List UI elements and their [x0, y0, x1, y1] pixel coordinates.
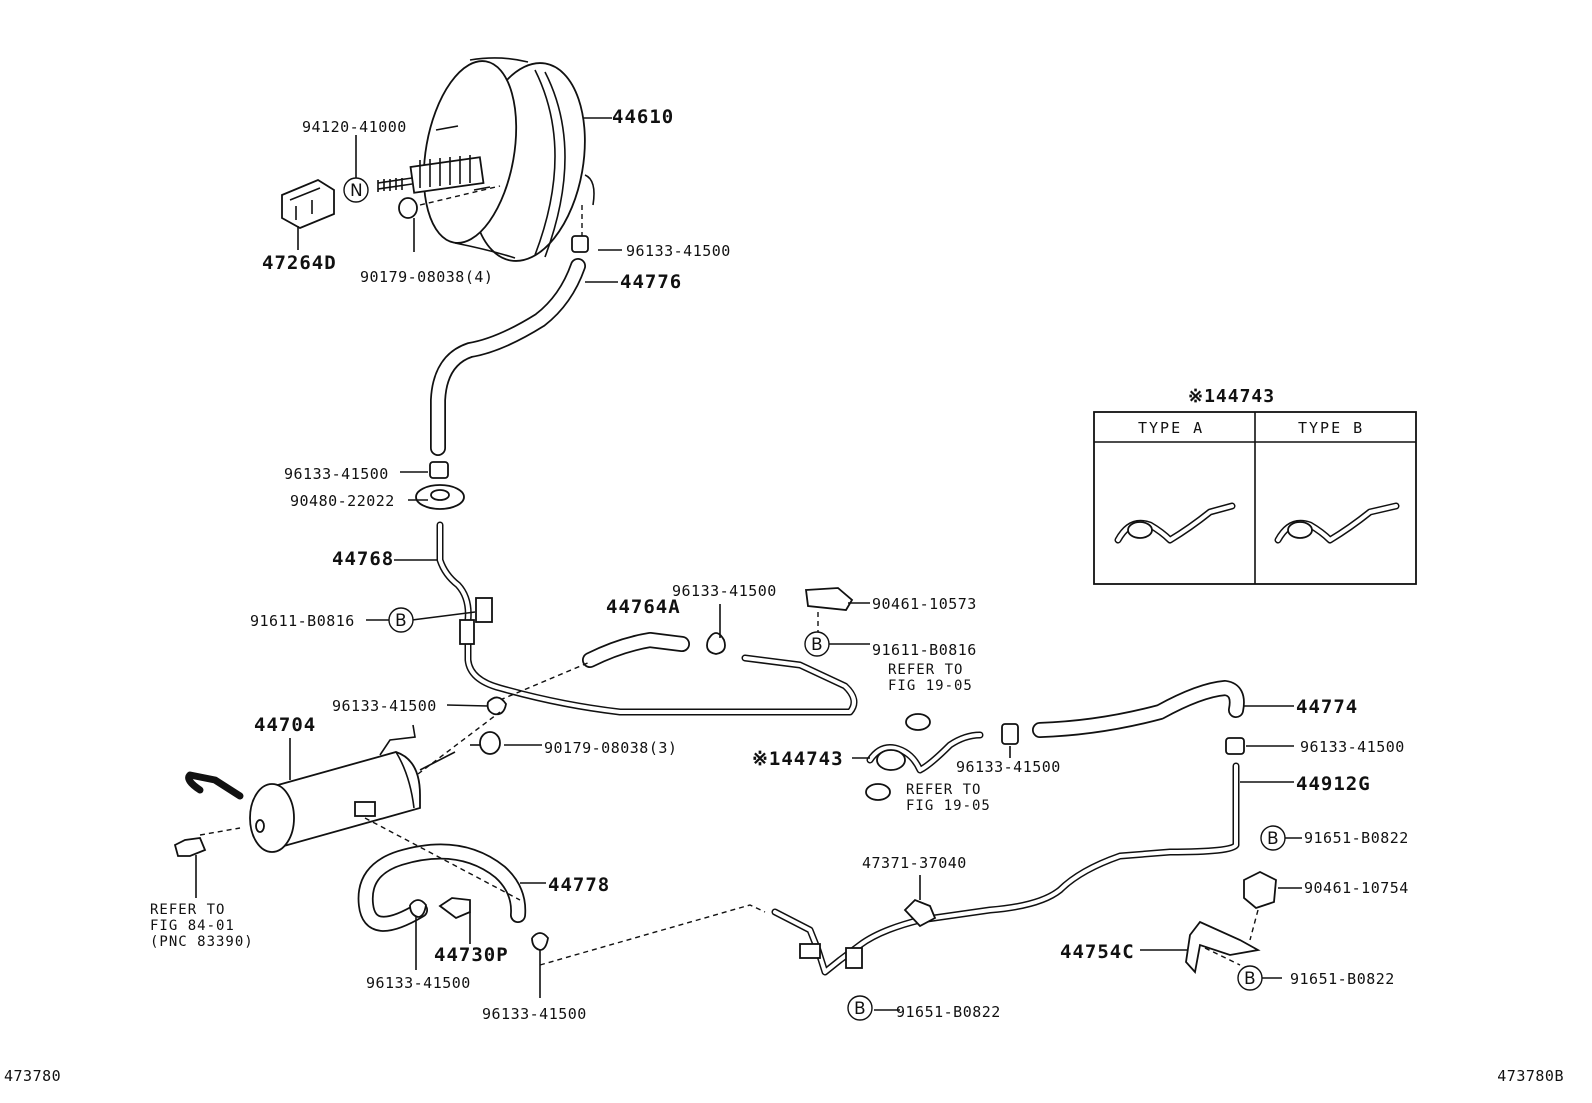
callout-b-right-top: B: [1260, 825, 1286, 851]
part-label-96133-41500-bottom-center[interactable]: 96133-41500: [482, 1005, 587, 1023]
part-label-96133-41500-center[interactable]: 96133-41500: [672, 582, 777, 600]
refer-note-fig-19-05-bottom[interactable]: REFER TO FIG 19-05: [906, 782, 991, 814]
part-label-44776[interactable]: 44776: [620, 271, 683, 293]
part-label-96133-41500-top[interactable]: 96133-41500: [626, 242, 731, 260]
part-label-94120-41000[interactable]: 94120-41000: [302, 118, 407, 136]
part-label-91651-B0822-b[interactable]: 91651-B0822: [1290, 970, 1395, 988]
part-label-47264D[interactable]: 47264D: [262, 252, 337, 274]
part-label-90179-08038-4[interactable]: 90179-08038(4): [360, 268, 494, 286]
part-label-96133-41500-far-right[interactable]: 96133-41500: [1300, 738, 1405, 756]
inset-type-a-label: TYPE A: [1138, 419, 1205, 437]
svg-text:B: B: [854, 999, 866, 1019]
callout-b-center: B: [804, 631, 830, 657]
callout-b-left: B: [388, 607, 414, 633]
svg-text:B: B: [395, 611, 407, 631]
part-label-96133-41500-mid[interactable]: 96133-41500: [284, 465, 389, 483]
part-label-44704[interactable]: 44704: [254, 714, 317, 736]
part-label-44754C[interactable]: 44754C: [1060, 941, 1135, 963]
part-label-44774[interactable]: 44774: [1296, 696, 1359, 718]
part-label-144743[interactable]: ※144743: [752, 748, 844, 770]
callout-b-bottom: B: [847, 995, 873, 1021]
part-label-90480-22022[interactable]: 90480-22022: [290, 492, 395, 510]
part-label-90461-10754[interactable]: 90461-10754: [1304, 879, 1409, 897]
figure-ref-right: 473780B: [1497, 1067, 1564, 1085]
brake-booster-drawing: [377, 57, 595, 262]
part-label-90461-10573[interactable]: 90461-10573: [872, 595, 977, 613]
part-label-96133-41500-right-mid[interactable]: 96133-41500: [956, 758, 1061, 776]
canister-drawing: [185, 724, 456, 853]
part-label-44610[interactable]: 44610: [612, 106, 675, 128]
refer-note-fig-19-05-top[interactable]: REFER TO FIG 19-05: [888, 662, 973, 694]
part-label-47371-37040[interactable]: 47371-37040: [862, 854, 967, 872]
nut-drawing: [398, 197, 418, 219]
part-label-44912G[interactable]: 44912G: [1296, 773, 1371, 795]
part-label-91611-B0816-left[interactable]: 91611-B0816: [250, 612, 355, 630]
part-label-96133-41500-lower[interactable]: 96133-41500: [332, 697, 437, 715]
part-label-44768[interactable]: 44768: [332, 548, 395, 570]
part-label-91651-B0822-a[interactable]: 91651-B0822: [1304, 829, 1409, 847]
part-label-44778[interactable]: 44778: [548, 874, 611, 896]
callout-b-right-bottom: B: [1237, 965, 1263, 991]
part-label-91611-B0816-right[interactable]: 91611-B0816: [872, 641, 977, 659]
part-label-91651-B0822-c[interactable]: 91651-B0822: [896, 1003, 1001, 1021]
inset-box: [1093, 411, 1417, 585]
svg-text:B: B: [1244, 969, 1256, 989]
clevis-drawing: [281, 178, 335, 229]
svg-text:B: B: [811, 635, 823, 655]
part-label-90179-08038-3[interactable]: 90179-08038(3): [544, 739, 678, 757]
part-label-44764A[interactable]: 44764A: [606, 596, 681, 618]
inset-title: ※144743: [1188, 386, 1276, 407]
inset-type-b-label: TYPE B: [1298, 419, 1365, 437]
part-label-44730P[interactable]: 44730P: [434, 944, 509, 966]
figure-ref-left: 473780: [4, 1067, 62, 1085]
callout-n: N: [343, 177, 369, 203]
refer-note-fig-84-01[interactable]: REFER TO FIG 84-01 (PNC 83390): [150, 902, 254, 950]
part-label-96133-41500-bottom-left[interactable]: 96133-41500: [366, 974, 471, 992]
svg-text:B: B: [1267, 829, 1279, 849]
svg-text:N: N: [350, 181, 363, 201]
